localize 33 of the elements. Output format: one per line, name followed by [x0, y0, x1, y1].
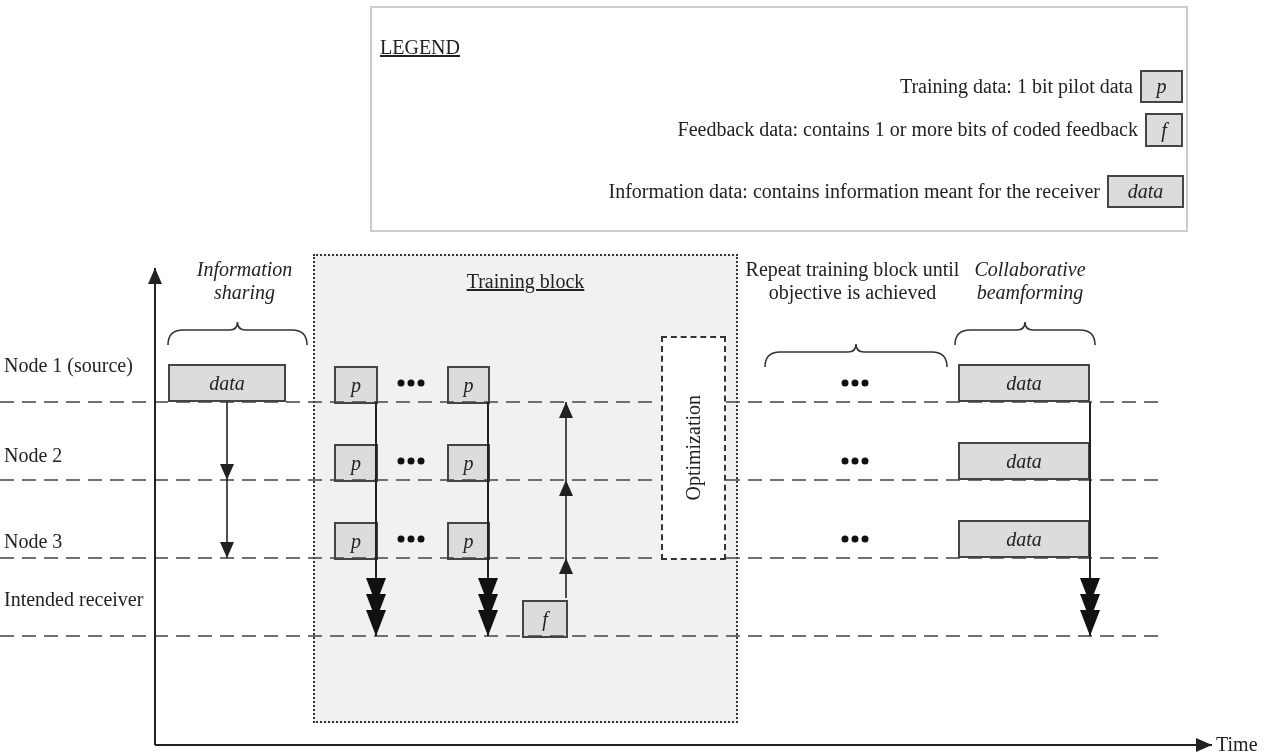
axis-label: Time [1216, 733, 1258, 753]
data-block: f [1145, 113, 1183, 147]
training-block [313, 254, 738, 723]
data-block: data [958, 364, 1090, 402]
data-block: p [447, 366, 490, 404]
optimization-box: Optimization [661, 336, 726, 560]
data-block: p [447, 522, 490, 560]
legend-heading: LEGEND [380, 36, 460, 59]
block-title: Training block [466, 270, 585, 293]
phase-label: Information sharing [195, 258, 294, 304]
row-label: Node 2 [4, 444, 64, 467]
arrow [1080, 401, 1100, 637]
data-block: p [334, 366, 378, 404]
data-block: data [958, 442, 1090, 480]
row-label: Intended receiver [4, 588, 144, 611]
row-label: Node 1 (source) [4, 354, 134, 377]
phase-label: Repeat training block until objective is achieved [744, 258, 961, 304]
data-block: data [1107, 175, 1184, 208]
legend-text: Information data: contains information meant for the receiver [608, 180, 1100, 203]
arrow [478, 401, 498, 637]
arrow [559, 401, 573, 599]
arrow [366, 401, 386, 637]
data-block: f [522, 600, 568, 638]
data-block: data [958, 520, 1090, 558]
row-label: Node 3 [4, 530, 64, 553]
legend-text: Training data: 1 bit pilot data [899, 75, 1133, 98]
legend-text: Feedback data: contains 1 or more bits of coded feedback [677, 118, 1138, 141]
data-block: p [334, 444, 378, 482]
arrow [220, 401, 234, 559]
data-block: p [447, 444, 490, 482]
data-block: p [334, 522, 378, 560]
data-block: data [168, 364, 286, 402]
data-block: p [1140, 70, 1183, 103]
